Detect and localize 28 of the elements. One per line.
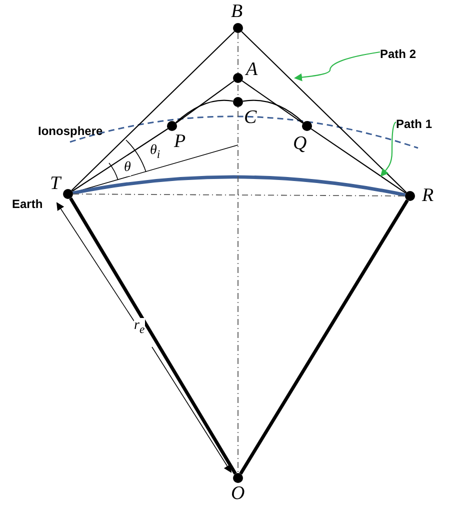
- ray-line: [242, 80, 304, 124]
- point-label: P: [174, 132, 186, 151]
- angle-label: θ$_{i}$: [150, 143, 160, 161]
- leader-arrow: [380, 122, 396, 177]
- leader-arrow: [294, 51, 380, 82]
- ray-line: [71, 31, 235, 191]
- ray-line: [242, 100, 304, 123]
- point-label: A: [246, 60, 258, 79]
- point-label: O: [231, 484, 245, 503]
- ray-line: [239, 199, 409, 475]
- dimension-label: r$_{e}$: [134, 318, 145, 336]
- earth-surface-arc: [72, 175, 406, 197]
- point-label: R: [422, 186, 434, 205]
- point-label: C: [244, 108, 257, 127]
- point-label: Q: [293, 134, 307, 153]
- angle-label: θ: [124, 160, 131, 176]
- path-label: Path 1: [396, 117, 432, 131]
- ray-line: [175, 100, 234, 124]
- layer-label: Ionosphere: [38, 124, 103, 138]
- layer-label: Earth: [12, 197, 43, 211]
- ray-line: [176, 80, 234, 124]
- point-label: T: [50, 174, 61, 193]
- ray-line: [310, 128, 406, 194]
- axis-line: [72, 194, 406, 196]
- point-label: B: [231, 2, 243, 21]
- ray-line: [72, 128, 168, 192]
- path-label: Path 2: [380, 47, 416, 61]
- ray-line: [241, 31, 407, 193]
